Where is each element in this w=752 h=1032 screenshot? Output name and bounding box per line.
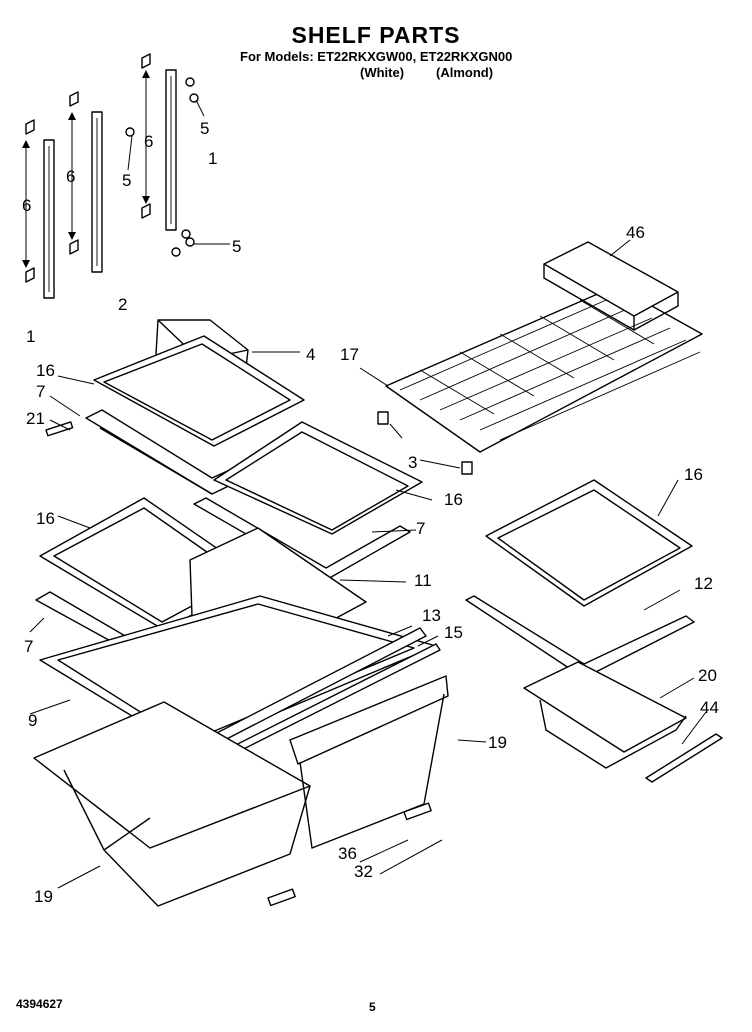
callout-17: 17: [340, 345, 359, 364]
ladder-middle: [69, 91, 103, 273]
trim-strip-44: [645, 733, 723, 783]
meat-pan-20: [523, 661, 687, 769]
callout-1: 1: [26, 327, 36, 346]
color-almond-label: (Almond): [436, 65, 494, 80]
callout-15: 15: [444, 623, 463, 642]
arrows-6: [22, 70, 150, 268]
clip-parts-36-32: [267, 802, 432, 907]
callout-12: 12: [694, 574, 713, 593]
callout-7: 7: [416, 519, 426, 538]
callout-5: 5: [122, 171, 132, 190]
spacer-21: [45, 421, 74, 437]
callout-16: 16: [36, 509, 55, 528]
callout-6: 6: [144, 132, 154, 151]
page-title: SHELF PARTS: [291, 22, 461, 48]
callout-7: 7: [24, 637, 34, 656]
callout-32: 32: [354, 862, 373, 881]
glass-shelf-16-middle: [213, 421, 423, 535]
crisper-drawer-19-left: [33, 701, 311, 907]
callout-1: 1: [208, 149, 218, 168]
ice-tray-46: [543, 241, 679, 331]
screws-5: [125, 77, 230, 257]
color-white-label: (White): [360, 65, 405, 80]
callout-21: 21: [26, 409, 45, 428]
model-numbers: For Models: ET22RKXGW00, ET22RKXGN00: [240, 49, 513, 64]
callout-19: 19: [34, 887, 53, 906]
page-number: 5: [369, 1000, 376, 1014]
glass-shelf-16-right: [485, 479, 693, 607]
ladder-right: [141, 53, 177, 231]
callout-44: 44: [700, 698, 719, 717]
callout-3: 3: [408, 453, 418, 472]
callout-46: 46: [626, 223, 645, 242]
callout-16: 16: [36, 361, 55, 380]
shelf-supports-3: [377, 411, 473, 475]
callout-4: 4: [306, 345, 316, 364]
callout-20: 20: [698, 666, 717, 685]
callout-16: 16: [684, 465, 703, 484]
document-number: 4394627: [16, 997, 63, 1011]
callout-9: 9: [28, 711, 38, 730]
callout-6: 6: [22, 196, 32, 215]
leader-lines: [29, 239, 707, 889]
wire-shelf-17: [385, 285, 703, 453]
callout-13: 13: [422, 606, 441, 625]
callout-16: 16: [444, 490, 463, 509]
glass-shelf-16-top: [93, 335, 305, 447]
callout-5: 5: [200, 119, 210, 138]
callout-7: 7: [36, 382, 46, 401]
callout-19: 19: [488, 733, 507, 752]
callout-11: 11: [414, 571, 432, 590]
callout-2: 2: [118, 295, 128, 314]
crisper-drawer-19-right: [289, 675, 449, 849]
callout-5: 5: [232, 237, 242, 256]
callout-6: 6: [66, 167, 76, 186]
callout-36: 36: [338, 844, 357, 863]
ladder-left: [25, 119, 55, 299]
